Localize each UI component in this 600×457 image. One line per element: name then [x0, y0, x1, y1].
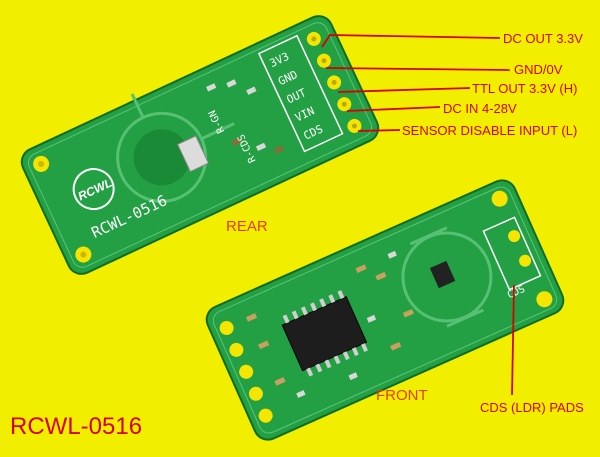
label-gnd: GND/0V: [514, 62, 563, 77]
leader-lines: [321, 34, 515, 396]
label-dc-out: DC OUT 3.3V: [503, 31, 583, 46]
label-sensor-disable: SENSOR DISABLE INPUT (L): [402, 123, 578, 138]
front-view-label: FRONT: [376, 387, 428, 404]
rear-view-label: REAR: [226, 218, 268, 235]
label-ttl-out: TTL OUT 3.3V (H): [472, 81, 578, 96]
front-board: CDS: [205, 179, 565, 441]
rear-board: RCWL RCWL-0516 R-GN R-CDS 3V3 GND OUT VI…: [20, 15, 380, 275]
page-title: RCWL-0516: [10, 413, 143, 440]
label-cds-pads: CDS (LDR) PADS: [480, 400, 584, 415]
label-dc-in: DC IN 4-28V: [443, 101, 517, 116]
